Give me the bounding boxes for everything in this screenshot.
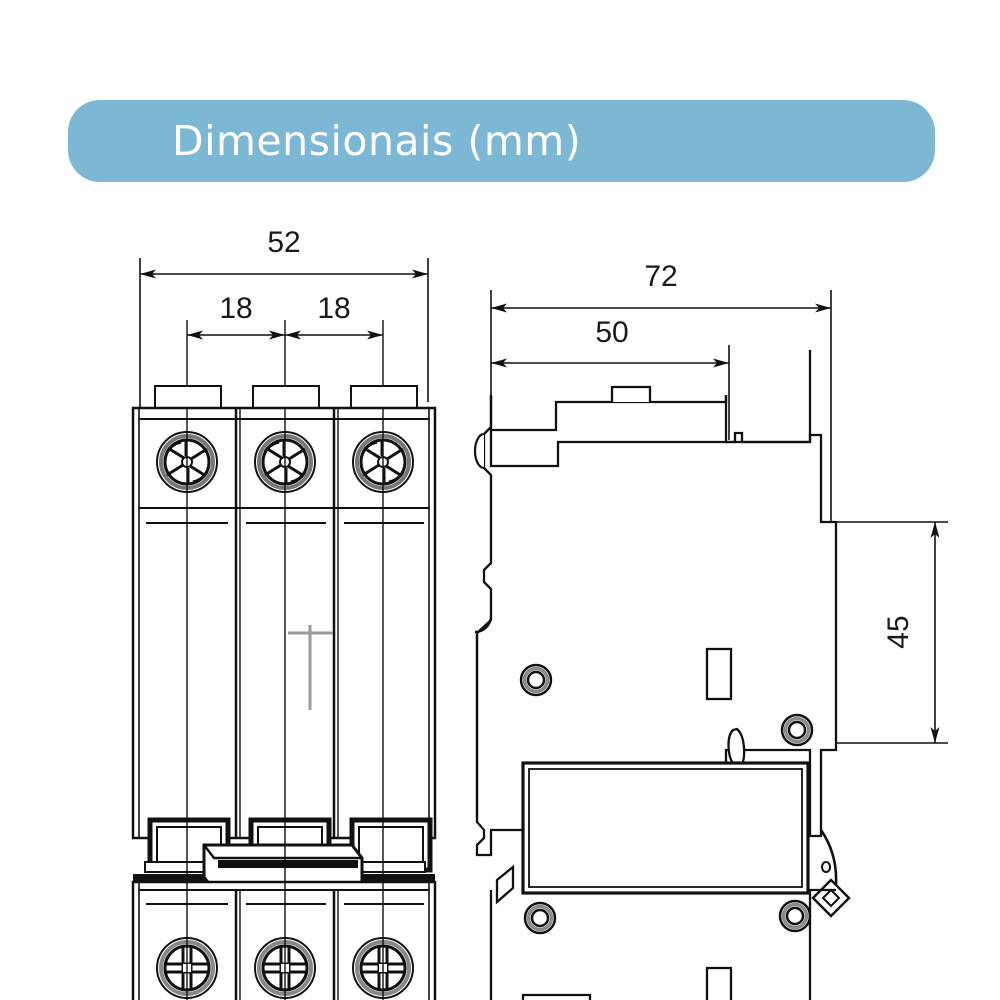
side-slot-lower xyxy=(705,966,733,1000)
front-top-tabs xyxy=(154,385,418,409)
dimension-label-18-left: 18 xyxy=(219,292,252,325)
dimension-height-45: 45 xyxy=(820,521,948,744)
technical-drawing: 52 18 18 xyxy=(0,190,1000,1000)
front-case-outline xyxy=(131,406,437,840)
section-header-banner: Dimensionais (mm) xyxy=(68,100,935,182)
dimension-label-45: 45 xyxy=(882,615,915,648)
dimension-label-18-right: 18 xyxy=(317,292,350,325)
side-base-step-right xyxy=(808,888,836,1000)
side-label-recess xyxy=(521,761,810,895)
front-pole-centerlines xyxy=(186,408,384,1000)
side-upper-body xyxy=(489,350,812,444)
page-title: Dimensionais (mm) xyxy=(172,117,582,165)
drawing-canvas: 52 18 18 xyxy=(131,226,948,1000)
center-cross-marker xyxy=(288,625,333,710)
side-view xyxy=(473,350,851,1000)
dimension-inner-depth: 50 xyxy=(491,316,730,440)
dimension-label-52: 52 xyxy=(267,226,300,259)
din-rail-clip xyxy=(495,864,515,905)
front-pole-dividers xyxy=(234,408,339,838)
mount-ring-lower-right xyxy=(778,899,812,933)
dimension-label-72: 72 xyxy=(644,260,677,293)
side-latch-detail xyxy=(811,829,851,918)
side-oval-hole xyxy=(727,727,746,768)
front-view xyxy=(131,385,437,1000)
mount-ring-lower-left xyxy=(523,901,557,935)
side-left-edge-details xyxy=(473,432,493,818)
side-base-step-left xyxy=(489,890,592,1000)
side-slot-upper xyxy=(705,647,733,701)
dimension-label-50: 50 xyxy=(595,316,628,349)
